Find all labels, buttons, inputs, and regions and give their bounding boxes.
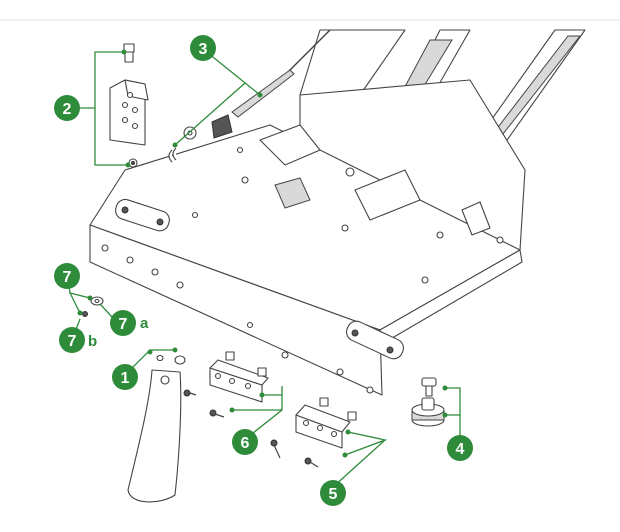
svg-text:4: 4: [456, 441, 465, 458]
clip-block: [209, 351, 269, 418]
callout-6: 6: [232, 429, 258, 455]
callout-1: 1: [112, 364, 138, 390]
clip-block-2: [270, 397, 357, 468]
callout-7: 7: [54, 263, 80, 289]
callout-7a: 7 a: [110, 310, 149, 336]
svg-text:2: 2: [63, 101, 72, 118]
callout-2: 2: [54, 95, 80, 121]
callout-5: 5: [320, 480, 346, 506]
svg-text:b: b: [88, 333, 97, 350]
callout-3: 3: [190, 35, 216, 61]
svg-text:3: 3: [199, 41, 208, 58]
svg-text:6: 6: [241, 435, 250, 452]
foot-assembly: [411, 377, 445, 427]
chassis-frame: [89, 29, 586, 396]
svg-text:7: 7: [68, 333, 77, 350]
svg-text:7: 7: [63, 269, 72, 286]
strap: [127, 354, 197, 503]
svg-text:1: 1: [121, 370, 130, 387]
svg-text:7: 7: [119, 316, 128, 333]
bracket-assembly: [109, 43, 149, 168]
svg-text:5: 5: [329, 486, 338, 503]
callout-7b: 7 b: [59, 327, 97, 353]
callout-4: 4: [447, 435, 473, 461]
svg-text:a: a: [140, 315, 149, 332]
actuator-assembly: [168, 29, 331, 163]
washer-screw: [82, 296, 104, 317]
